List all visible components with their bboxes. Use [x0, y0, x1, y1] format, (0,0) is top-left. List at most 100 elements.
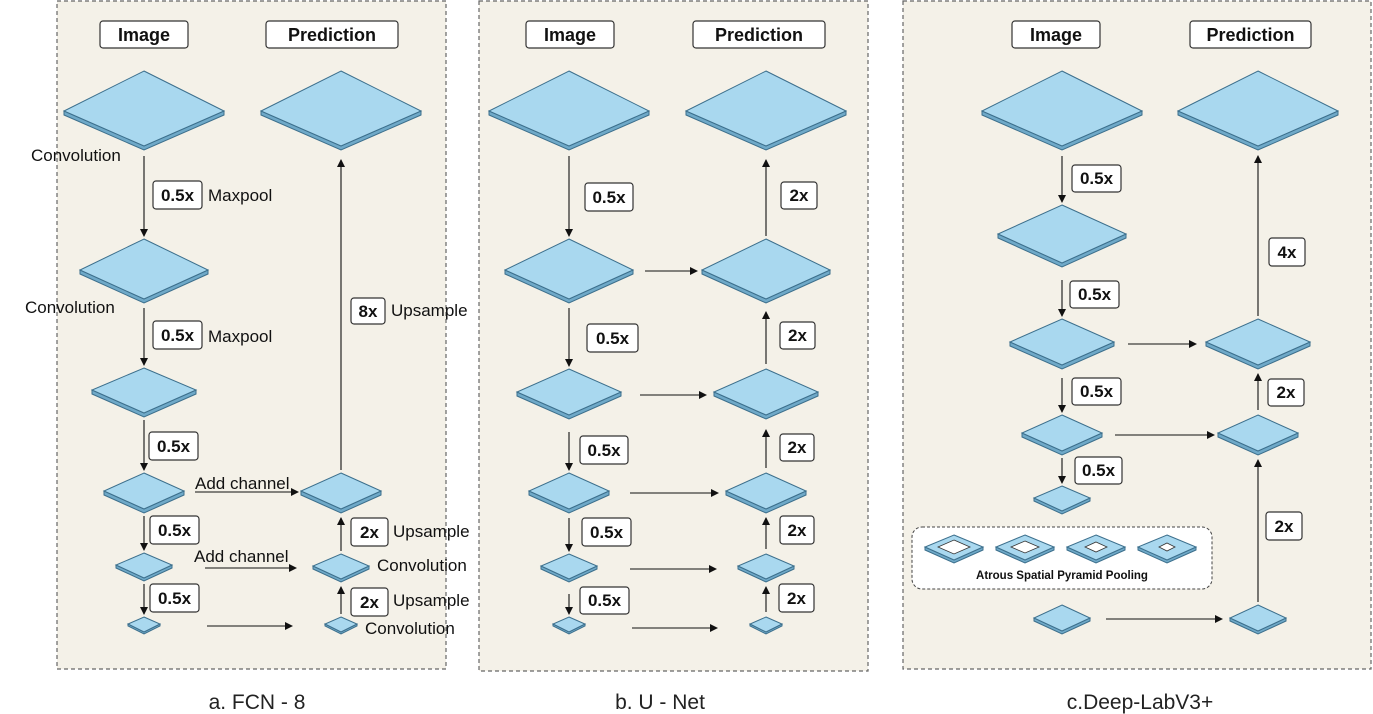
panel-unet: Image Prediction: [478, 0, 869, 672]
fcn-label-convolution: Convolution: [25, 298, 115, 317]
caption-deeplab: c.Deep-LabV3+: [1067, 691, 1214, 714]
svg-text:0.5x: 0.5x: [1080, 169, 1114, 188]
svg-text:8x: 8x: [359, 302, 378, 321]
svg-text:2x: 2x: [360, 523, 379, 542]
aspp-label: Atrous Spatial Pyramid Pooling: [976, 570, 1148, 582]
deeplab-factor-tag: 2x: [1267, 378, 1305, 407]
unet-factor-tag: 0.5x: [579, 586, 630, 615]
deeplab-image-header-label: Image: [1030, 25, 1082, 45]
unet-factor-tag: 2x: [779, 515, 815, 545]
svg-text:0.5x: 0.5x: [587, 441, 621, 460]
unet-layer-dec-5: [748, 616, 784, 635]
deeplab-factor-tag: 0.5x: [1071, 164, 1122, 193]
fcn-layer-2: [90, 367, 198, 418]
fcn-label-maxpool: Maxpool: [208, 186, 272, 205]
svg-text:2x: 2x: [790, 186, 809, 205]
unet-layer-input: [487, 70, 651, 151]
fcn-factor-tag: 0.5x: [152, 320, 203, 350]
unet-factor-tag: 0.5x: [579, 435, 629, 465]
fcn-label-upsample: Upsample: [391, 301, 468, 320]
deeplab-factor-tag: 2x: [1265, 511, 1303, 541]
unet-factor-tag: 2x: [778, 583, 815, 613]
svg-text:0.5x: 0.5x: [592, 188, 626, 207]
aspp-rate-4: [1136, 534, 1198, 564]
svg-text:0.5x: 0.5x: [1082, 461, 1116, 480]
deeplab-factor-tag: 0.5x: [1071, 377, 1122, 406]
aspp-rate-1: [923, 534, 985, 564]
unet-layer-dec-2: [712, 368, 820, 420]
unet-layer-2: [515, 368, 623, 420]
svg-text:0.5x: 0.5x: [157, 437, 191, 456]
deeplab-image-header: Image: [1011, 20, 1101, 49]
svg-text:2x: 2x: [360, 593, 379, 612]
deeplab-layer-prediction: [1176, 70, 1340, 151]
svg-text:0.5x: 0.5x: [158, 589, 192, 608]
fcn-label-add-channel: Add channel: [194, 547, 289, 566]
deeplab-layer-dec-2: [1216, 414, 1300, 456]
fcn-prediction-header: Prediction: [265, 20, 399, 49]
fcn-label-add-channel: Add channel: [195, 474, 290, 493]
unet-factor-tag: 0.5x: [584, 182, 634, 212]
fcn-label-convolution: Convolution: [365, 619, 455, 638]
svg-text:2x: 2x: [1275, 517, 1294, 536]
svg-text:0.5x: 0.5x: [596, 329, 630, 348]
svg-text:0.5x: 0.5x: [590, 523, 624, 542]
svg-text:0.5x: 0.5x: [588, 591, 622, 610]
fcn-label-convolution: Convolution: [31, 146, 121, 165]
fcn-layer-dec-5: [323, 616, 359, 635]
svg-text:2x: 2x: [788, 326, 807, 345]
fcn-factor-tag: 0.5x: [149, 583, 200, 613]
unet-layer-dec-3: [724, 472, 808, 514]
aspp-rate-2: [994, 534, 1056, 564]
fcn-factor-tag: 0.5x: [152, 180, 203, 210]
fcn-factor-tag: 0.5x: [148, 431, 199, 461]
unet-factor-tag: 0.5x: [581, 517, 632, 547]
deeplab-arrows: [1058, 155, 1262, 623]
unet-factor-tag: 2x: [779, 433, 815, 462]
fcn-layer-5: [126, 616, 162, 635]
deeplab-layer-4: [1032, 485, 1092, 515]
svg-text:2x: 2x: [788, 438, 807, 457]
deeplab-layer-dec-3: [1228, 604, 1288, 635]
unet-arrows: [565, 156, 770, 632]
svg-text:2x: 2x: [1277, 383, 1296, 402]
fcn-layer-prediction: [259, 70, 423, 151]
deeplab-prediction-header-label: Prediction: [1206, 25, 1294, 45]
svg-text:2x: 2x: [787, 589, 806, 608]
fcn-prediction-header-label: Prediction: [288, 25, 376, 45]
unet-prediction-header-label: Prediction: [715, 25, 803, 45]
svg-text:0.5x: 0.5x: [158, 521, 192, 540]
unet-factor-tag: 2x: [780, 181, 818, 210]
fcn-image-header: Image: [99, 20, 189, 49]
deeplab-factor-tag: 0.5x: [1069, 280, 1120, 309]
deeplab-prediction-header: Prediction: [1189, 20, 1312, 49]
fcn-layer-4: [114, 552, 174, 582]
unet-factor-tag: 2x: [779, 321, 816, 350]
svg-text:4x: 4x: [1278, 243, 1297, 262]
svg-text:0.5x: 0.5x: [1078, 285, 1112, 304]
caption-fcn: a. FCN - 8: [209, 691, 306, 714]
deeplab-layer-aspp-out: [1032, 604, 1092, 635]
fcn-layer-input: [62, 70, 226, 151]
unet-image-header-label: Image: [544, 25, 596, 45]
unet-layer-dec-1: [700, 238, 832, 304]
svg-text:0.5x: 0.5x: [161, 186, 195, 205]
fcn-arrows: [140, 156, 345, 630]
unet-factor-tag: 0.5x: [586, 323, 639, 353]
deeplab-factor-tag: 4x: [1268, 237, 1306, 267]
fcn-factor-tag: 0.5x: [149, 515, 200, 545]
fcn-layer-1: [78, 238, 210, 304]
fcn-label-maxpool: Maxpool: [208, 327, 272, 346]
unet-layer-4: [539, 553, 599, 583]
unet-layer-prediction: [684, 70, 848, 151]
svg-text:0.5x: 0.5x: [1080, 382, 1114, 401]
aspp-rate-3: [1065, 534, 1127, 564]
svg-text:0.5x: 0.5x: [161, 326, 195, 345]
fcn-layer-dec-4: [311, 553, 371, 583]
fcn-factor-tag: 2x: [350, 517, 389, 547]
fcn-layer-3: [102, 472, 186, 514]
deeplab-layer-input: [980, 70, 1144, 151]
panel-deeplab: Image Prediction: [902, 0, 1372, 670]
fcn-label-convolution: Convolution: [377, 556, 467, 575]
